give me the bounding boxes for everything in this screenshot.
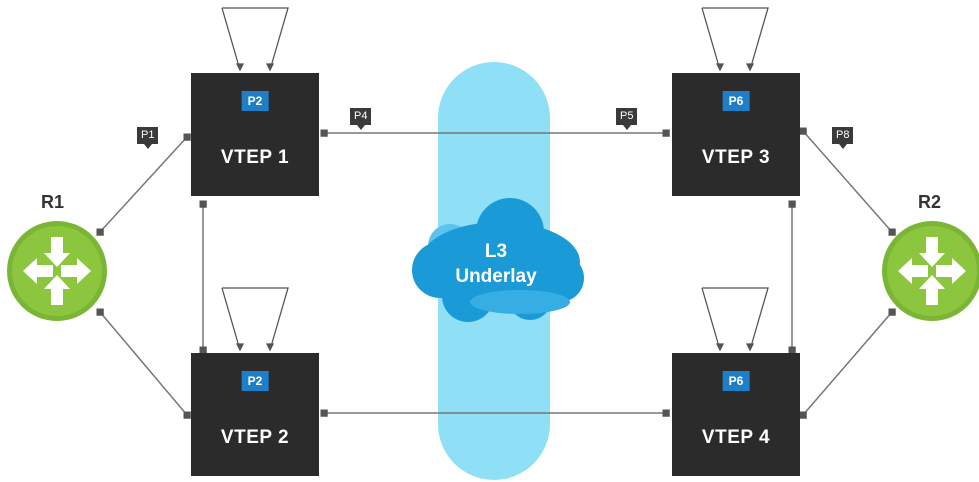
port-tag-p4: P4 bbox=[350, 108, 372, 130]
router-r1-label: R1 bbox=[41, 192, 65, 212]
vtep-2-port: P2 bbox=[241, 371, 269, 391]
router-r2-icon bbox=[882, 221, 979, 321]
loop-vtep1 bbox=[221, 7, 289, 72]
loop-vtep3 bbox=[701, 7, 769, 72]
port-tag-p1: P1 bbox=[137, 127, 159, 149]
vtep-3-box: P6 VTEP 3 bbox=[672, 73, 800, 196]
underlay-title-line2: Underlay bbox=[455, 266, 537, 287]
underlay-title-line1: L3 bbox=[484, 241, 508, 262]
loop-vtep2 bbox=[221, 287, 289, 352]
vtep-1-box: P2 VTEP 1 bbox=[191, 73, 319, 196]
vtep-2-box: P2 VTEP 2 bbox=[191, 353, 319, 476]
loop-vtep4 bbox=[701, 287, 769, 352]
vtep-4-box: P6 VTEP 4 bbox=[672, 353, 800, 476]
cloud-icon bbox=[412, 198, 584, 322]
vtep-3-label: VTEP 3 bbox=[701, 147, 771, 168]
port-tag-p5: P5 bbox=[616, 108, 638, 130]
vtep-4-label: VTEP 4 bbox=[701, 427, 771, 448]
link-vtep4-r2 bbox=[799, 308, 896, 419]
vtep-1-port: P2 bbox=[241, 91, 269, 111]
router-r2-label: R2 bbox=[918, 192, 942, 212]
link-r1-vtep1 bbox=[96, 133, 191, 236]
vtep-1-label: VTEP 1 bbox=[220, 147, 290, 168]
link-vtep3-r2 bbox=[799, 127, 896, 236]
vtep-4-port: P6 bbox=[722, 371, 750, 391]
vtep-3-port: P6 bbox=[722, 91, 750, 111]
port-tag-p8: P8 bbox=[832, 127, 854, 149]
router-r1-icon bbox=[7, 221, 107, 321]
link-r1-vtep2 bbox=[96, 308, 191, 419]
vtep-2-label: VTEP 2 bbox=[220, 427, 290, 448]
